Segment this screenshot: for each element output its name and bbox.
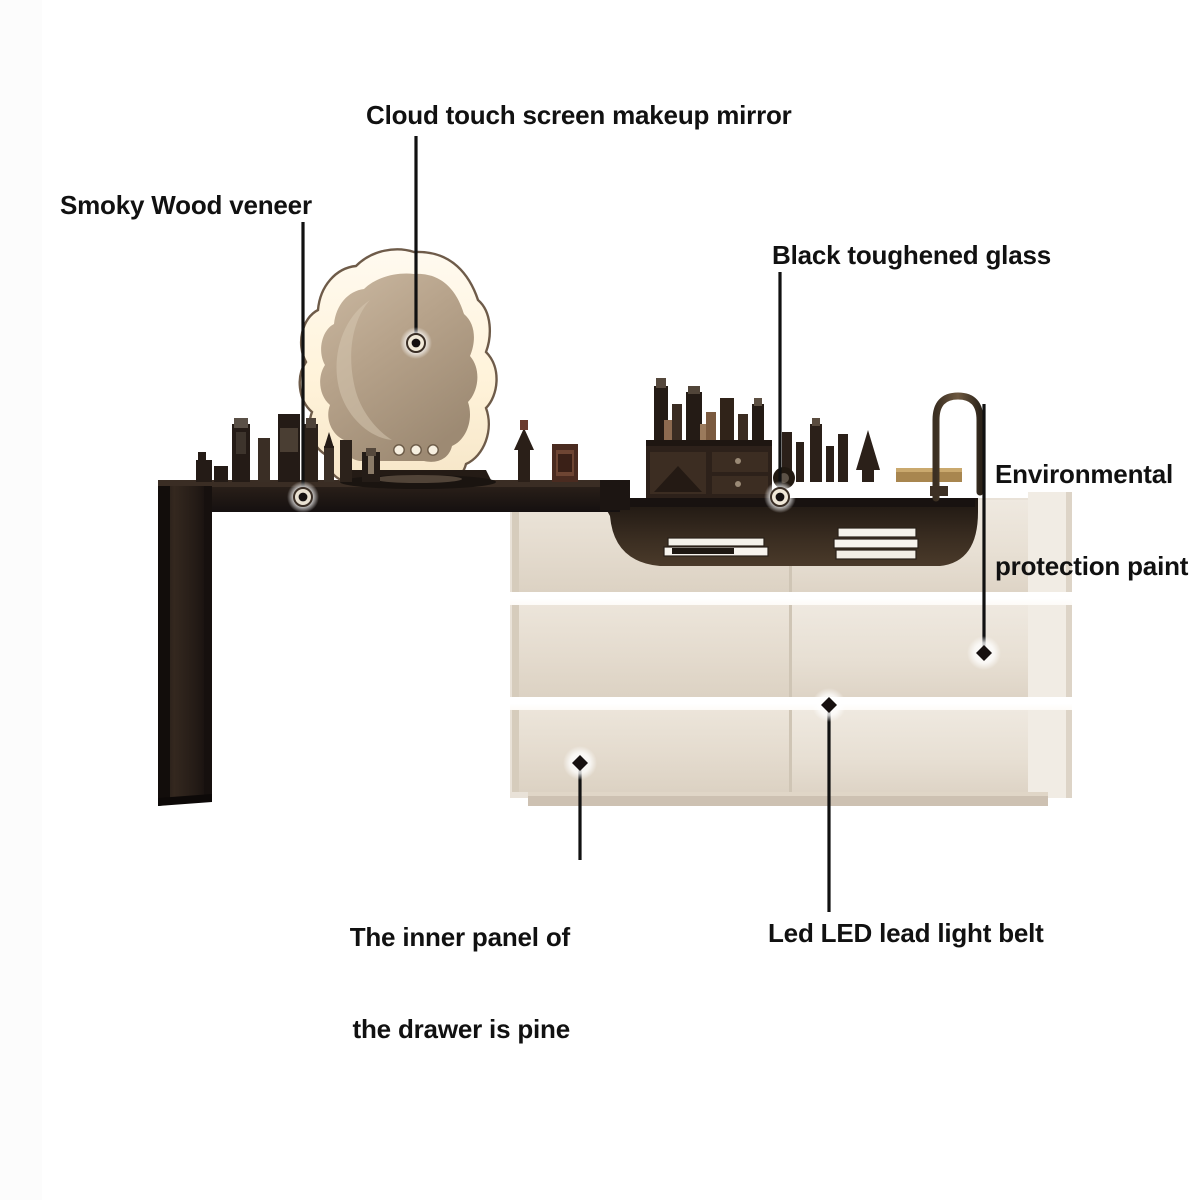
black-toughened-glass-niche	[600, 498, 978, 566]
callout-line-1: The inner panel of	[349, 922, 571, 953]
led-light-gap-1	[510, 592, 1072, 605]
callout-label-inner-panel-pine: The inner panel of the drawer is pine	[240, 861, 571, 1106]
callout-leaders	[301, 136, 986, 912]
callout-label-black-toughened-glass: Black toughened glass	[772, 240, 1051, 270]
arch-lamp	[930, 392, 984, 502]
desk-top-smoky-wood	[158, 480, 620, 512]
led-light-gap-2	[510, 697, 1072, 710]
callout-line-2: the drawer is pine	[352, 1014, 571, 1045]
callout-label-led-light-belt: Led LED lead light belt	[768, 918, 1044, 948]
cosmetics-right-cluster	[514, 420, 578, 482]
callout-line-2: protection paint	[995, 551, 1189, 582]
makeup-organizer	[646, 378, 962, 498]
drawer-row-2[interactable]	[512, 605, 1028, 697]
callout-dots	[287, 327, 1001, 780]
drawer-row-3[interactable]	[512, 710, 1028, 792]
mirror-touch-buttons[interactable]	[393, 444, 439, 456]
lamp-arch-arm	[932, 392, 984, 502]
cosmetics-left-cluster	[196, 414, 380, 482]
callout-line-1: Environmental	[995, 459, 1173, 490]
callout-label-smoky-wood-veneer: Smoky Wood veneer	[60, 190, 312, 220]
vanity-desk	[158, 480, 630, 806]
cloud-mirror[interactable]	[298, 248, 498, 489]
callout-label-cloud-mirror: Cloud touch screen makeup mirror	[366, 100, 792, 130]
canvas-left-edge-band	[0, 0, 42, 1200]
desk-leg-panel	[158, 486, 212, 806]
callout-label-environmental-protection-paint: Environmental protection paint	[995, 398, 1188, 643]
niche-books	[663, 527, 919, 560]
